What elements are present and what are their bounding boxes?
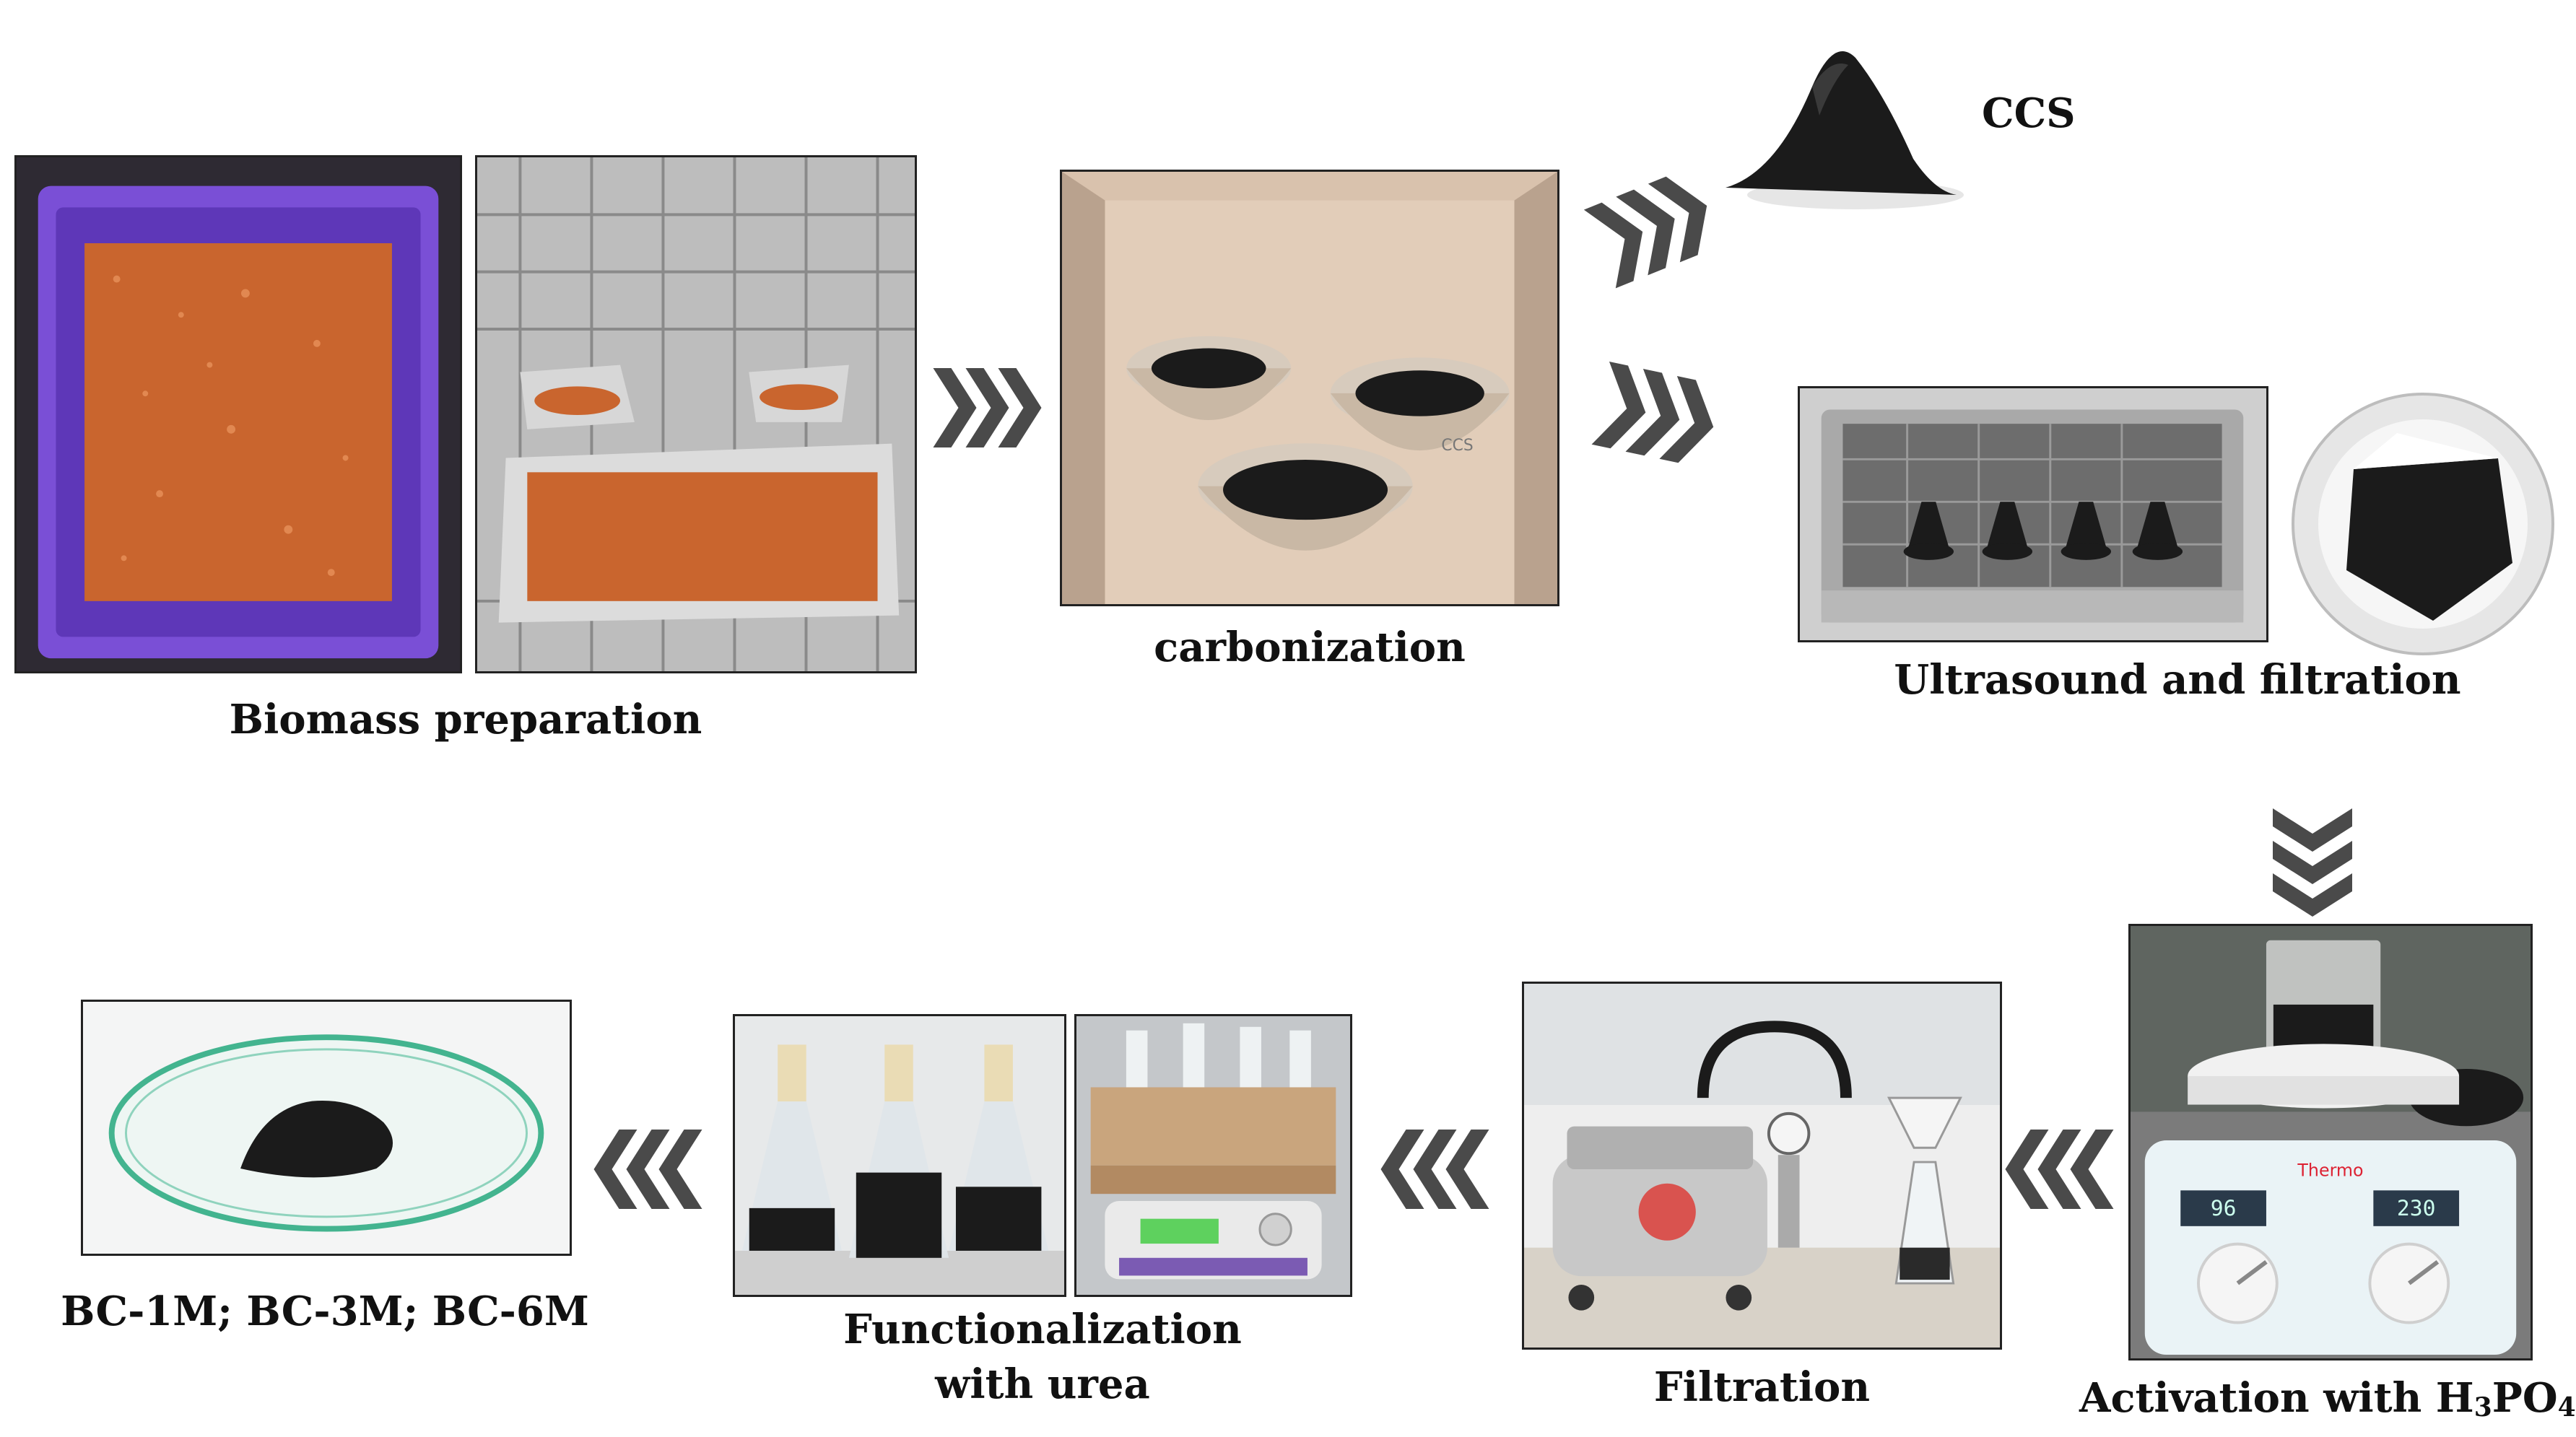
activation-text-po: PO (2492, 1374, 2558, 1422)
photo-biomass-container (14, 155, 462, 673)
label-ultrasound-filtration: Ultrasound and filtration (1894, 656, 2461, 704)
activation-text-prefix: Activation with H (2079, 1374, 2474, 1422)
photo-oven-trays (475, 155, 917, 673)
chevron-down-icon (2273, 808, 2352, 917)
label-activation: Activation with H3PO4 (2079, 1371, 2576, 1426)
activation-subscript-4: 4 (2557, 1392, 2576, 1423)
display-left-text: 96 (2211, 1196, 2237, 1221)
chevron-left-icon (1380, 1130, 1489, 1209)
photo-urea-flasks (733, 1014, 1066, 1297)
label-carbonization: carbonization (1154, 624, 1466, 671)
photo-filter-funnel (2292, 393, 2554, 655)
chevron-left-icon (2005, 1130, 2114, 1209)
label-functionalization: Functionalization with urea (733, 1303, 1352, 1412)
display-right-text: 230 (2397, 1196, 2436, 1221)
label-final-products: BC-1M; BC-3M; BC-6M (61, 1288, 589, 1335)
chevron-right-icon (1591, 361, 1714, 463)
photo-hotplate-activation: Thermo 96 230 (2128, 924, 2533, 1360)
label-ccs: CCS (1982, 89, 2076, 137)
chevron-right-icon (933, 368, 1042, 447)
activation-subscript-3: 3 (2473, 1392, 2492, 1423)
crucible-mark-text: CCS (1441, 437, 1473, 455)
charcoal-powder-pile (1726, 51, 1964, 209)
label-filtration: Filtration (1653, 1363, 1871, 1411)
label-biomass-preparation: Biomass preparation (229, 696, 702, 743)
photo-vacuum-filtration (1522, 982, 2002, 1350)
photo-ultrasound-bath (1798, 386, 2268, 642)
chevron-left-icon (593, 1130, 702, 1209)
label-functionalization-line1: Functionalization (843, 1306, 1242, 1353)
label-functionalization-line2: with urea (935, 1360, 1150, 1408)
photo-furnace-crucibles: CCS (1060, 170, 1559, 606)
photo-final-product-dish (81, 1000, 572, 1256)
photo-orbital-shaker (1074, 1014, 1352, 1297)
hotplate-brand-text: Thermo (2297, 1161, 2363, 1181)
chevron-right-icon (1583, 176, 1707, 289)
